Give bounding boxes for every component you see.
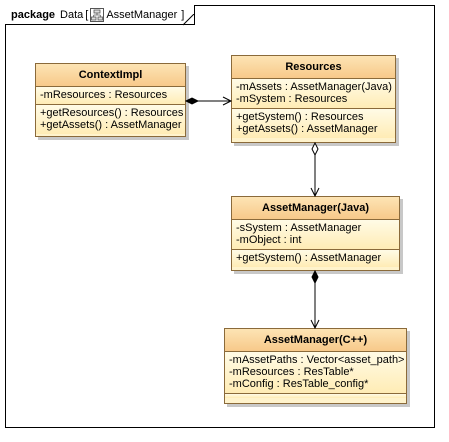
attribute: -mAssetPaths : Vector<asset_path>	[229, 354, 405, 366]
attributes-compartment: -mAssetPaths : Vector<asset_path> -mReso…	[225, 352, 406, 394]
operation: +getAssets() : AssetManager	[40, 119, 182, 131]
operations-compartment	[225, 394, 406, 398]
package-keyword: package	[11, 8, 56, 21]
package-tab: package Data [ AssetManager ]	[5, 5, 195, 25]
class-name: ContextImpl	[36, 64, 185, 87]
attribute: -mSystem : Resources	[236, 93, 348, 105]
composition-java-cpp[interactable]	[310, 269, 320, 330]
class-name: Resources	[232, 56, 395, 79]
attributes-compartment: -mAssets : AssetManager(Java) -mSystem :…	[232, 79, 395, 109]
operations-compartment: +getSystem() : AssetManager	[232, 250, 399, 267]
package-name: Data	[60, 8, 84, 21]
class-assetmanager-java[interactable]: AssetManager(Java) -sSystem : AssetManag…	[231, 196, 400, 271]
operation: +getAssets() : AssetManager	[236, 123, 378, 135]
bracket-close: ]	[181, 8, 185, 21]
operations-compartment: +getSystem() : Resources +getAssets() : …	[232, 109, 395, 138]
class-name: AssetManager(C++)	[225, 329, 406, 352]
tab-corner	[183, 14, 195, 26]
attribute: -sSystem : AssetManager	[236, 222, 362, 234]
composition-contextimpl-resources[interactable]	[184, 96, 233, 106]
attributes-compartment: -mResources : Resources	[36, 87, 185, 105]
bracket-open: [	[85, 8, 89, 21]
attribute: -mObject : int	[236, 234, 302, 246]
class-resources[interactable]: Resources -mAssets : AssetManager(Java) …	[231, 55, 396, 143]
attribute: -mAssets : AssetManager(Java)	[236, 81, 392, 93]
package-frame	[5, 5, 435, 428]
operation: +getResources() : Resources	[40, 107, 184, 119]
diagram-name: AssetManager	[106, 8, 178, 21]
class-name: AssetManager(Java)	[232, 197, 399, 220]
operation: +getSystem() : AssetManager	[236, 252, 382, 264]
aggregation-resources-assetmanager-java[interactable]	[310, 141, 320, 198]
class-assetmanager-cpp[interactable]: AssetManager(C++) -mAssetPaths : Vector<…	[224, 328, 407, 404]
class-contextimpl[interactable]: ContextImpl -mResources : Resources +get…	[35, 63, 186, 137]
attributes-compartment: -sSystem : AssetManager -mObject : int	[232, 220, 399, 250]
attribute: -mResources : Resources	[40, 89, 168, 101]
operation: +getSystem() : Resources	[236, 111, 364, 123]
operations-compartment: +getResources() : Resources +getAssets()…	[36, 105, 185, 134]
attribute: -mConfig : ResTable_config*	[229, 378, 369, 390]
class-diagram-icon	[90, 7, 105, 22]
attribute: -mResources : ResTable*	[229, 366, 354, 378]
